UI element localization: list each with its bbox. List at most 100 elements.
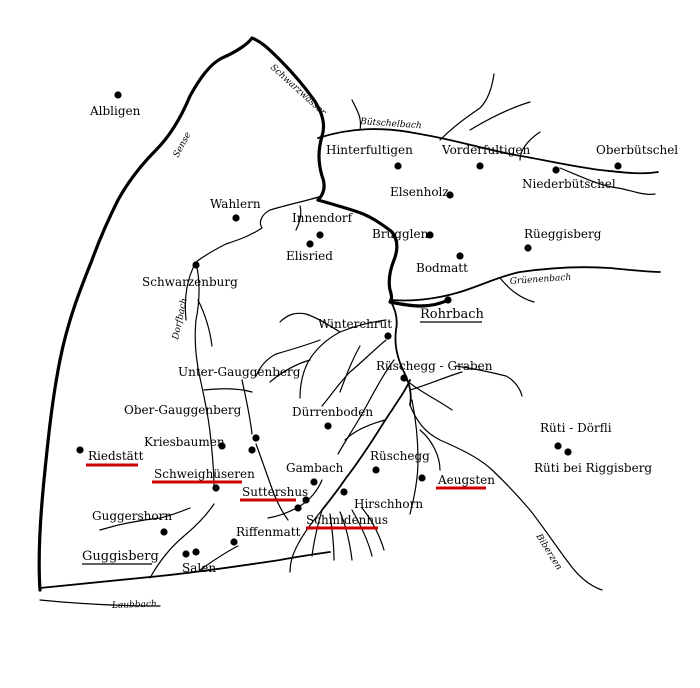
dot-guggershorn bbox=[160, 528, 168, 536]
river-tributary bbox=[559, 167, 656, 195]
label-rueschegg-graben: Rüschegg - Graben bbox=[376, 359, 493, 373]
dot-rueti-doerfli bbox=[554, 442, 562, 450]
label-brugglen: Brügglen bbox=[372, 227, 429, 241]
label-gambach: Gambach bbox=[286, 461, 344, 475]
label-oberbuetschel: Oberbütschel bbox=[596, 143, 678, 157]
river-main-rohrbach bbox=[389, 299, 412, 406]
river-branch bbox=[409, 404, 603, 591]
label-rueschegg: Rüschegg bbox=[370, 449, 430, 463]
river-label-schwarzwasser: Schwarzwasser bbox=[268, 63, 328, 118]
dot-kriesbaumen-b bbox=[248, 446, 256, 454]
label-suttershus: Suttershus bbox=[242, 485, 308, 499]
dot-suttershus-a bbox=[302, 496, 310, 504]
river-fan bbox=[289, 509, 323, 573]
label-underlines bbox=[82, 321, 486, 565]
dot-riffenmatt bbox=[230, 538, 238, 546]
dot-aeugsten bbox=[418, 474, 426, 482]
river-network bbox=[39, 73, 661, 607]
river-stream bbox=[295, 205, 302, 231]
dot-rueschegg bbox=[372, 466, 380, 474]
label-aeugsten: Aeugsten bbox=[437, 473, 495, 487]
dot-hinterfultigen bbox=[394, 162, 402, 170]
label-elsenholz: Elsenholz bbox=[390, 185, 449, 199]
river-dorfbach bbox=[194, 261, 215, 487]
river-schmidenhus bbox=[321, 379, 411, 511]
label-niederbuetschel: Niederbütschel bbox=[522, 177, 616, 191]
label-innendorf: Innendorf bbox=[292, 211, 354, 225]
river-tributary bbox=[39, 599, 161, 607]
river-suttershus bbox=[255, 443, 289, 521]
label-rohrbach: Rohrbach bbox=[420, 307, 485, 322]
dot-innendorf bbox=[316, 231, 324, 239]
river-tributary bbox=[99, 507, 191, 531]
river-winterchrut bbox=[299, 319, 387, 399]
dot-duerrenboden bbox=[324, 422, 332, 430]
river-label-gruenenbach: Grüenenbach bbox=[510, 273, 572, 287]
place-dots bbox=[76, 91, 622, 558]
label-bodmatt: Bodmatt bbox=[416, 261, 468, 275]
dot-rueti-bei-riggisberg bbox=[564, 448, 572, 456]
dot-suttershus-b bbox=[294, 504, 302, 512]
dot-albligen bbox=[114, 91, 122, 99]
river-tributary bbox=[203, 388, 253, 393]
river-winterchrut bbox=[337, 359, 395, 455]
dot-kriesbaumen-a bbox=[218, 442, 226, 450]
river-buetschelbach bbox=[317, 128, 659, 175]
river-fan bbox=[329, 513, 335, 561]
dot-winterchrut bbox=[384, 332, 392, 340]
dot-rueggisberg bbox=[524, 244, 532, 252]
river-tributary bbox=[439, 73, 495, 141]
dot-rueschegg-graben bbox=[400, 374, 408, 382]
river-fan bbox=[351, 509, 373, 557]
label-schwarzenburg: Schwarzenburg bbox=[142, 275, 238, 289]
river-label-buetschelbach: Bütschelbach bbox=[359, 117, 422, 131]
dot-salen bbox=[192, 548, 200, 556]
label-ober-gauggenberg: Ober-Gauggenberg bbox=[124, 403, 242, 417]
label-hinterfultigen: Hinterfultigen bbox=[326, 143, 413, 157]
river-winterchrut bbox=[269, 359, 311, 383]
river-winterchrut bbox=[321, 339, 387, 407]
dot-brugglen bbox=[426, 231, 434, 239]
place-labels: Albligen Hinterfultigen Vorderfultigen O… bbox=[82, 104, 678, 575]
river-laubbach bbox=[39, 551, 331, 589]
label-rueggisberg: Rüeggisberg bbox=[524, 227, 602, 241]
river-label-laubbach: Laubbach bbox=[111, 599, 157, 611]
dot-guggisberg bbox=[182, 550, 190, 558]
river-label-dorfbach: Dorfbach bbox=[171, 297, 190, 341]
river-tributary bbox=[351, 99, 362, 131]
label-rueti-bei-riggisberg: Rüti bei Riggisberg bbox=[534, 461, 652, 475]
label-guggisberg: Guggisberg bbox=[82, 549, 159, 564]
dot-riedstaett bbox=[76, 446, 84, 454]
river-branch bbox=[409, 371, 463, 391]
river-tributary bbox=[469, 101, 531, 131]
label-riedstaett: Riedstätt bbox=[88, 449, 144, 463]
dot-wahlern bbox=[232, 214, 240, 222]
dot-gambach bbox=[310, 478, 318, 486]
label-schmidenhus: Schmidenhus bbox=[306, 513, 388, 527]
river-label-biberzen: Biberzen bbox=[533, 531, 564, 572]
label-hirschhorn: Hirschhorn bbox=[354, 497, 423, 511]
label-schweighueseren: Schweighüseren bbox=[154, 467, 255, 481]
dot-schweighueseren bbox=[212, 484, 220, 492]
river-winterchrut bbox=[279, 312, 341, 333]
river-branch bbox=[419, 429, 441, 471]
label-guggershorn: Guggershorn bbox=[92, 509, 172, 523]
label-unter-gauggenberg: Unter-Gauggenberg bbox=[178, 365, 301, 379]
dot-bodmatt bbox=[456, 252, 464, 260]
label-albligen: Albligen bbox=[89, 104, 141, 118]
river-tributary bbox=[197, 299, 213, 347]
river-fan bbox=[339, 511, 353, 561]
river-fan bbox=[311, 509, 323, 557]
district-border bbox=[37, 36, 450, 592]
dot-elsenholz bbox=[446, 191, 454, 199]
river-label-sense: Sense bbox=[172, 131, 194, 160]
label-riffenmatt: Riffenmatt bbox=[236, 525, 301, 539]
dot-rohrbach bbox=[444, 296, 452, 304]
river-gauggenberg bbox=[241, 379, 253, 435]
dot-oberbuetschel bbox=[614, 162, 622, 170]
dot-elisried bbox=[306, 240, 314, 248]
border-east bbox=[316, 198, 450, 308]
river-tributary bbox=[499, 277, 535, 303]
dot-ober-gauggenberg bbox=[252, 434, 260, 442]
